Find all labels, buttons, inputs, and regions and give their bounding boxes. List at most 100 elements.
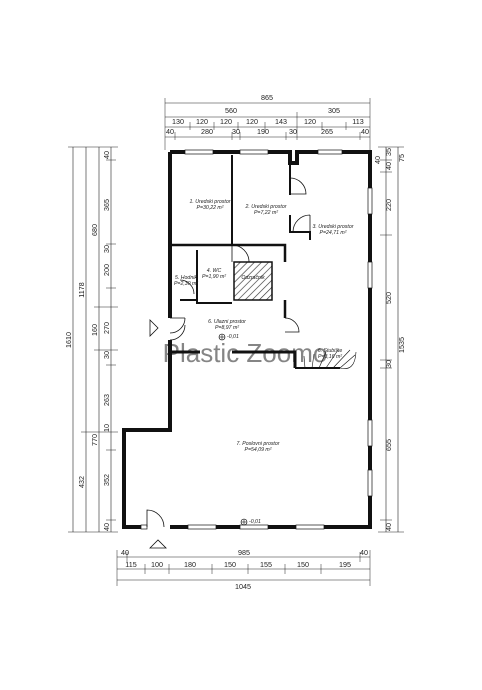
door-1-2: [231, 244, 250, 263]
top-overall-dim: 865: [261, 93, 273, 102]
left-dim: 30: [102, 245, 111, 253]
left-dim: 680: [90, 224, 99, 236]
room-4-area: P=1,90 m²: [202, 274, 226, 280]
right-dim: 40: [384, 162, 393, 170]
right-dimensions: [378, 146, 404, 533]
walls: [122, 150, 372, 529]
right-dimension-labels: 1535 40 220 520 30 655 40 35 40 75: [373, 148, 406, 531]
ventilation-label: Odzračnik: [241, 275, 265, 281]
ventilation-shaft: [233, 261, 273, 301]
left-dim: 352: [102, 474, 111, 486]
right-dim: 35: [384, 148, 393, 156]
doors: [146, 177, 311, 528]
bottom-dim: 40: [360, 548, 368, 557]
left-dim: 160: [90, 324, 99, 336]
door-hall: [179, 279, 195, 295]
room-7-name: 7. Poslovni prostor: [237, 441, 280, 447]
right-overall-dim: 1535: [397, 337, 406, 353]
room-1-name: 1. Uredski prostor: [190, 199, 231, 205]
left-dim: 200: [102, 264, 111, 276]
bottom-dim: 115: [125, 560, 136, 569]
left-dim: 770: [90, 434, 99, 446]
room-1-area: P=30,22 m²: [197, 205, 224, 211]
door-3: [292, 214, 311, 233]
top-dimension-labels: 865 560 305 130 120 120 120 143 120 113 …: [166, 93, 369, 136]
room-2-area: P=7,22 m²: [254, 210, 278, 216]
top-dim: 305: [328, 106, 340, 115]
bottom-overall-dim: 1045: [235, 582, 251, 591]
left-dim: 263: [102, 394, 111, 406]
left-dimension-labels: 1610 1178 432 680 160 770 40 365 200 270…: [64, 151, 111, 531]
room-5-area: P=2,30 m²: [174, 281, 198, 287]
outer-wall-lower: [122, 358, 172, 529]
left-dim: 40: [102, 151, 111, 159]
room-6-area: P=8,97 m²: [215, 325, 239, 331]
top-dim: 130: [172, 117, 184, 126]
left-dim: 432: [77, 476, 86, 488]
entrance-arrow-left: [149, 319, 159, 337]
top-dim: 143: [275, 117, 287, 126]
left-dim: 1178: [77, 282, 86, 297]
left-dim: 10: [102, 424, 111, 432]
right-dim: 30: [384, 360, 393, 368]
left-overall-dim: 1610: [64, 332, 73, 348]
right-dim: 220: [384, 199, 393, 211]
bottom-dim: 40: [121, 548, 129, 557]
room-2-name: 2. Uredski prostor: [245, 204, 287, 210]
bottom-dim: 180: [184, 560, 196, 569]
stairs-area: P=3,16 m²: [318, 354, 342, 360]
entrance-door: [169, 317, 186, 334]
room-3-area: P=24,71 m²: [320, 230, 347, 236]
level-label-top: -0,01: [227, 334, 239, 340]
right-dim: 40: [373, 156, 382, 164]
top-dim: 40: [166, 127, 174, 136]
wall-corridor-top: [170, 243, 287, 262]
top-dim: 40: [361, 127, 369, 136]
wall-2-3b: [289, 215, 311, 240]
top-dim: 30: [232, 127, 240, 136]
bottom-dim: 100: [151, 560, 163, 569]
left-dim: 365: [102, 199, 111, 211]
door-stairs: [284, 317, 300, 333]
room-5-name: 5. Hodnik: [175, 275, 197, 281]
room-7-area: P=54,09 m²: [245, 447, 272, 453]
bottom-dimension-labels: 40 985 40 115 100 180 150 155 150 195 10…: [121, 548, 368, 591]
door-2: [289, 177, 307, 195]
right-dim: 520: [384, 292, 393, 304]
bottom-dim: 150: [297, 560, 309, 569]
wall-entry-bottom-2: [232, 350, 297, 368]
top-dim: 30: [289, 127, 297, 136]
top-dim: 120: [220, 117, 232, 126]
entrance-door-b: [169, 324, 186, 341]
top-dim: 120: [196, 117, 208, 126]
outer-wall-upper: [170, 150, 372, 355]
left-dimensions: [68, 146, 118, 533]
bottom-dim: 195: [339, 560, 351, 569]
right-dim: 75: [397, 154, 406, 162]
wall-wc: [196, 250, 232, 304]
right-dim: 655: [384, 439, 393, 451]
bottom-dim: 985: [238, 548, 250, 557]
level-markers: [218, 333, 248, 526]
door-exterior-bottom: [146, 509, 165, 528]
right-dim: 40: [384, 523, 393, 531]
top-dim: 120: [304, 117, 316, 126]
bottom-dim: 155: [260, 560, 272, 569]
level-label-bottom: -0,01: [249, 519, 261, 525]
top-dim: 113: [352, 117, 363, 126]
bottom-dim: 150: [224, 560, 236, 569]
bottom-dimensions: [116, 550, 371, 586]
room-3-name: 3. Uredski prostor: [313, 224, 354, 230]
room-4-name: 4. WC: [207, 268, 222, 274]
left-dim: 40: [102, 523, 111, 531]
entrance-arrow-bottom: [149, 539, 167, 549]
top-dim: 280: [201, 127, 213, 136]
top-dim: 265: [321, 127, 333, 136]
left-dim: 30: [102, 351, 111, 359]
outer-wall-lower-bottom: [170, 355, 372, 529]
top-dim: 190: [257, 127, 269, 136]
top-dim: 120: [246, 117, 258, 126]
staircase: [303, 349, 357, 369]
top-dimensions: [164, 98, 371, 150]
